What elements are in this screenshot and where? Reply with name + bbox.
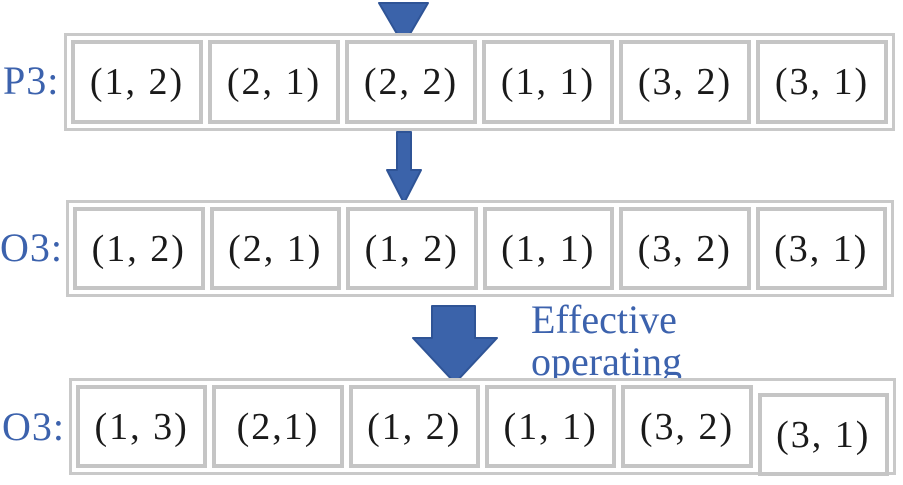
sequence-cell: (2, 1) bbox=[208, 40, 340, 124]
sequence-cell: (2, 2) bbox=[345, 40, 477, 124]
sequence-cell: (3, 1) bbox=[755, 207, 887, 290]
sequence-cell: (1, 2) bbox=[73, 207, 205, 290]
sequence-cell: (3, 2) bbox=[621, 385, 753, 468]
sequence-cell: (1, 2) bbox=[348, 385, 480, 468]
row-label-p3: P3: bbox=[3, 58, 60, 103]
effective-operating-label: Effective operating bbox=[531, 299, 682, 383]
sequence-cell: (1, 1) bbox=[484, 385, 617, 468]
row-label-o3-mid: O3: bbox=[0, 225, 63, 270]
sequence-cell: (2,1) bbox=[212, 385, 344, 468]
sequence-cell: (1, 3) bbox=[76, 385, 208, 468]
sequence-cell: (1, 1) bbox=[482, 207, 614, 290]
sequence-cell: (1, 1) bbox=[482, 40, 614, 124]
sequence-cell: (3, 1) bbox=[757, 393, 889, 476]
sequence-cell: (1, 2) bbox=[71, 40, 203, 124]
sequence-cell: (3, 2) bbox=[619, 207, 751, 290]
row-label-o3-final: O3: bbox=[2, 404, 65, 449]
annotation-line-2: operating bbox=[531, 339, 683, 384]
sequence-cell: (3, 1) bbox=[756, 40, 888, 124]
arrow-down-icon bbox=[386, 131, 422, 204]
annotation-line-1: Effective bbox=[531, 297, 677, 342]
sequence-row-o3-mid: (1, 2) (2, 1) (1, 2) (1, 1) (3, 2) (3, 1… bbox=[66, 200, 894, 297]
arrow-down-thick-icon bbox=[412, 305, 498, 384]
sequence-row-o3-final: (1, 3) (2,1) (1, 2) (1, 1) (3, 2) (3, 1) bbox=[69, 378, 896, 476]
sequence-cell: (1, 2) bbox=[346, 207, 478, 290]
sequence-cell: (2, 1) bbox=[209, 207, 341, 290]
sequence-row-p3: (1, 2) (2, 1) (2, 2) (1, 1) (3, 2) (3, 1… bbox=[64, 33, 895, 131]
sequence-cell: (3, 2) bbox=[619, 40, 751, 124]
